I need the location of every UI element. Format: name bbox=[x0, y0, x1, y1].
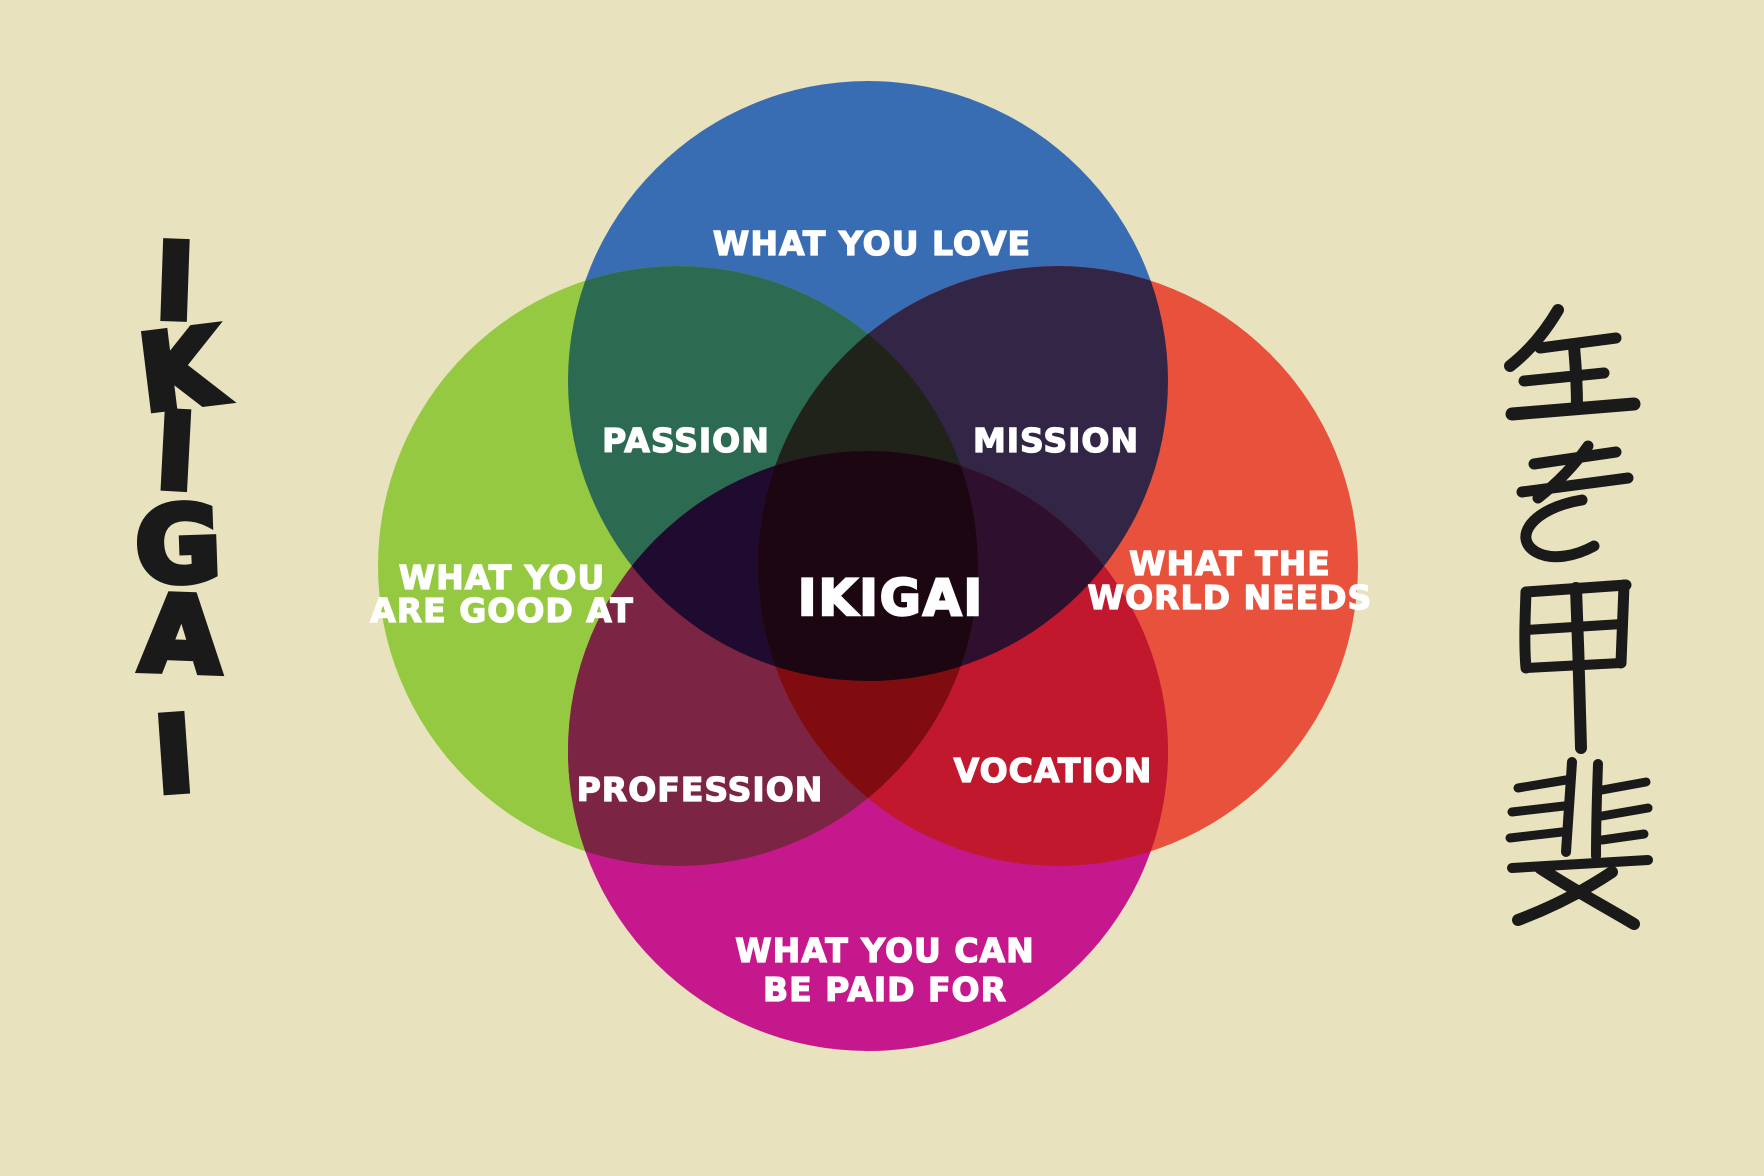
label-what-the-world-needs: WHAT THE WORLD NEEDS bbox=[1087, 543, 1373, 617]
svg-text:WHAT YOU CAN: WHAT YOU CAN bbox=[735, 931, 1034, 970]
venn-diagram bbox=[378, 81, 1358, 1051]
svg-text:WORLD NEEDS: WORLD NEEDS bbox=[1088, 578, 1373, 617]
diagram-labels: WHAT YOU LOVE PASSION MISSION WHAT YOU A… bbox=[370, 223, 1373, 1009]
kanji-char-hi bbox=[1505, 757, 1653, 930]
kanji-char-ki bbox=[1516, 440, 1634, 563]
region-love-good-paid bbox=[568, 451, 978, 681]
kanji-char-sei bbox=[1504, 304, 1641, 421]
svg-text:WHAT THE: WHAT THE bbox=[1129, 544, 1331, 583]
svg-text:BE PAID FOR: BE PAID FOR bbox=[763, 970, 1007, 1009]
label-what-you-are-good-at: WHAT YOU ARE GOOD AT bbox=[370, 557, 634, 630]
region-love-good-needs bbox=[758, 266, 978, 681]
svg-text:WHAT YOU: WHAT YOU bbox=[399, 558, 606, 597]
region-good-needs-paid bbox=[758, 451, 978, 866]
label-what-you-can-be-paid-for: WHAT YOU CAN BE PAID FOR bbox=[735, 930, 1035, 1009]
label-passion: PASSION bbox=[602, 421, 770, 460]
svg-text:ARE GOOD AT: ARE GOOD AT bbox=[370, 591, 634, 630]
region-love-needs-paid bbox=[758, 451, 1168, 681]
wordmark-letter: G bbox=[133, 483, 223, 608]
wordmark-letter: I bbox=[153, 220, 196, 343]
label-mission: MISSION bbox=[973, 421, 1139, 460]
kanji-char-kou bbox=[1519, 579, 1632, 754]
label-profession: PROFESSION bbox=[577, 770, 824, 809]
label-vocation: VOCATION bbox=[954, 751, 1153, 790]
wordmark-letter: A bbox=[139, 573, 224, 698]
label-what-you-love: WHAT YOU LOVE bbox=[713, 224, 1031, 263]
label-ikigai-center: IKIGAI bbox=[798, 569, 984, 627]
kanji-ikigai bbox=[1504, 304, 1653, 930]
wordmark-letter: K bbox=[133, 304, 231, 435]
wordmark-letter: I bbox=[153, 390, 198, 514]
